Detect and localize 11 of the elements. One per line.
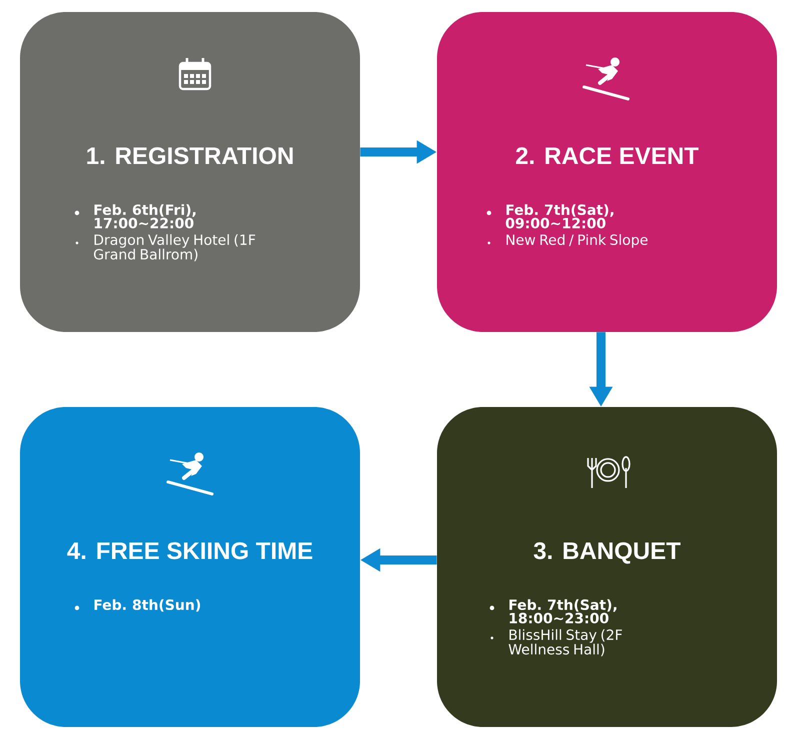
bullet-item: New Red / Pink Slope (488, 234, 648, 248)
bullet-item: BlissHill Stay (2F Wellness Hall) (490, 629, 622, 656)
step-title: 3. BANQUET (534, 542, 680, 564)
step-title: 2. RACE EVENT (516, 147, 699, 164)
bullet-item: Dragon Valley Hotel (1F Grand Ballrom) (76, 234, 256, 262)
bullet-item: Feb. 6th(Fri), 17:00~22:00 (74, 204, 196, 228)
bullet-item: Feb. 7th(Sat), 09:00~12:00 (486, 204, 614, 228)
step-title: 4. FREE SKIING TIME (67, 542, 312, 560)
step-title: 1. REGISTRATION (87, 147, 293, 164)
bullet-item: Feb. 7th(Sat), 18:00~23:00 (490, 599, 616, 624)
bullet-item: Feb. 8th(Sun) (74, 599, 200, 612)
